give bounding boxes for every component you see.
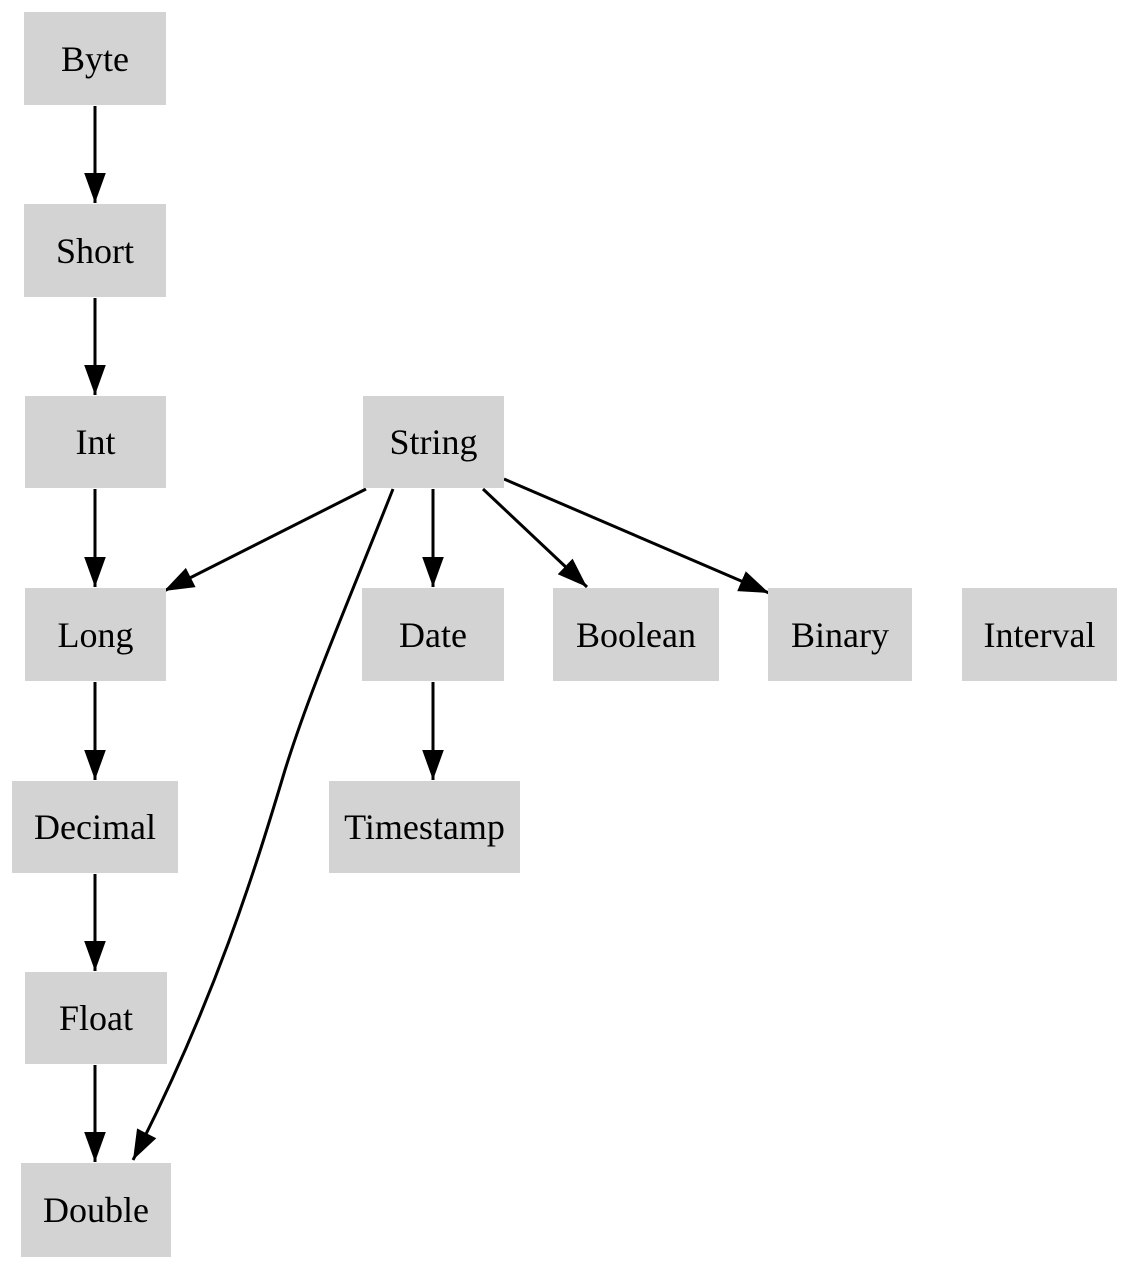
node-timestamp: Timestamp xyxy=(329,781,520,873)
node-string: String xyxy=(363,396,504,488)
node-short: Short xyxy=(24,204,166,297)
node-boolean: Boolean xyxy=(553,588,719,681)
edge-string-boolean xyxy=(481,487,589,589)
node-decimal: Decimal xyxy=(12,781,178,873)
node-double: Double xyxy=(21,1163,171,1257)
node-long: Long xyxy=(25,588,166,681)
node-date: Date xyxy=(362,588,504,681)
node-int: Int xyxy=(25,396,166,488)
edge-string-long xyxy=(163,487,367,593)
edge-string-binary xyxy=(503,477,770,595)
edge-string-double xyxy=(131,488,395,1161)
node-interval: Interval xyxy=(962,588,1117,681)
node-binary: Binary xyxy=(768,588,912,681)
node-float: Float xyxy=(25,972,167,1064)
node-byte: Byte xyxy=(24,12,166,105)
